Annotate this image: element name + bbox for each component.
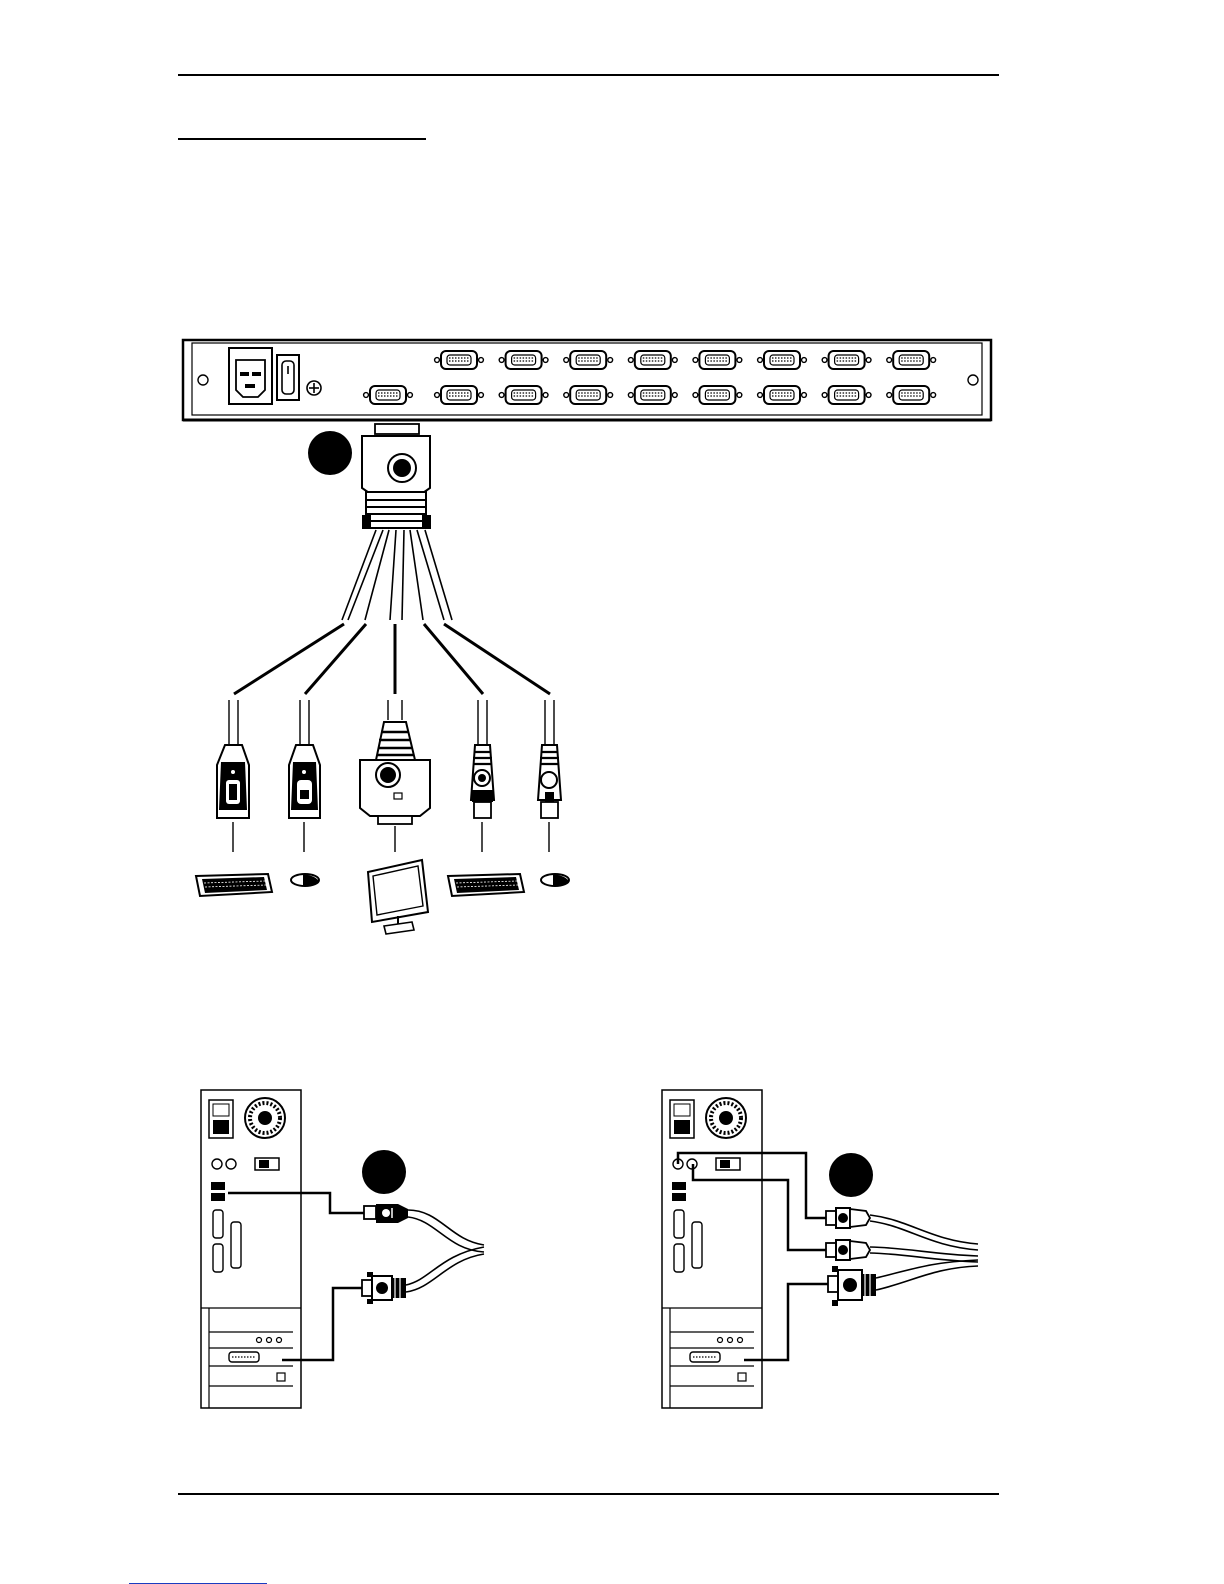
callout-badge-3 bbox=[829, 1153, 873, 1197]
power-switch-icon bbox=[277, 355, 299, 400]
kvm-port-icon bbox=[887, 386, 936, 404]
kvm-port-icon bbox=[822, 386, 871, 404]
kvm-port-icon bbox=[499, 386, 548, 404]
kvm-port-icon bbox=[435, 351, 484, 369]
ps2-keyboard-plug bbox=[471, 700, 494, 852]
kvm-port-icon bbox=[499, 351, 548, 369]
ps2-keyboard-plug-icon bbox=[826, 1208, 870, 1228]
callout-badge-2 bbox=[362, 1150, 406, 1194]
callout-badge-1 bbox=[308, 431, 352, 475]
computer-usb bbox=[201, 1090, 484, 1408]
keyboard-icon bbox=[448, 874, 524, 896]
mouse-icon bbox=[291, 874, 319, 886]
kvm-port-icon bbox=[758, 351, 807, 369]
kvm-cable-fanout bbox=[234, 624, 550, 694]
kvm-port-icon bbox=[564, 386, 613, 404]
usb-mouse-plug bbox=[289, 700, 320, 852]
ps2-mouse-plug-icon bbox=[826, 1240, 870, 1260]
vga-plug-icon bbox=[362, 1272, 406, 1304]
vga-plug-icon bbox=[828, 1266, 876, 1306]
kvm-port-icon bbox=[435, 386, 484, 404]
computer-ps2 bbox=[662, 1090, 978, 1408]
power-socket-icon bbox=[229, 348, 272, 404]
kvm-port-icon bbox=[758, 386, 807, 404]
kvm-switch-rear-panel bbox=[183, 340, 991, 420]
mouse-icon bbox=[541, 874, 569, 886]
console-port-icon bbox=[364, 386, 413, 404]
usb-plug-icon bbox=[364, 1204, 408, 1223]
vga-monitor-plug bbox=[360, 700, 430, 852]
kvm-port-icon bbox=[628, 386, 677, 404]
keyboard-icon bbox=[196, 874, 272, 896]
kvm-port-icon bbox=[564, 351, 613, 369]
kvm-port-icon bbox=[887, 351, 936, 369]
kvm-port-icon bbox=[822, 351, 871, 369]
ps2-mouse-plug bbox=[538, 700, 561, 852]
usb-keyboard-plug bbox=[217, 700, 249, 852]
kvm-cable-head bbox=[342, 424, 452, 620]
monitor-icon bbox=[368, 860, 428, 934]
kvm-port-icon bbox=[693, 386, 742, 404]
ground-screw-icon bbox=[307, 381, 321, 395]
kvm-port-icon bbox=[628, 351, 677, 369]
kvm-port-icon bbox=[693, 351, 742, 369]
